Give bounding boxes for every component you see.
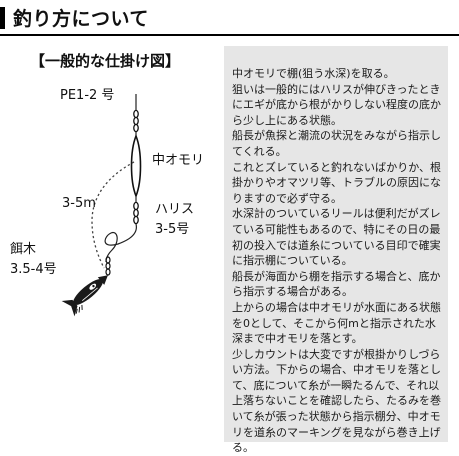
rig-diagram bbox=[61, 94, 142, 317]
instruction-paragraph: 船長が海面から棚を指示する場合と、底から指示する場合がある。 bbox=[232, 269, 441, 299]
leader-size-label: 3-5号 bbox=[155, 222, 190, 237]
instruction-paragraph: 狙いは一般的にはハリスが伸びきったときにエギが底から根がかりしない程度の底から少… bbox=[232, 82, 441, 127]
instruction-paragraph: 上からの場合は中オモリが水面にある状態を0として、そこから何mと指示された水深ま… bbox=[232, 300, 441, 346]
egi-lure bbox=[61, 275, 108, 317]
snap bbox=[105, 256, 111, 276]
egi-size-label: 3.5-4号 bbox=[10, 262, 57, 277]
line-spec-label: PE1-2 号 bbox=[60, 88, 115, 103]
instruction-paragraph: 水深計のついているリールは便利だがズレている可能性もあるので、特にその日の最初の… bbox=[232, 207, 441, 268]
title-marker bbox=[0, 7, 5, 29]
egi-label: 餌木 bbox=[10, 242, 37, 257]
title-divider bbox=[0, 34, 459, 36]
instruction-paragraph: 中オモリで棚(狙う水深)を取る。 bbox=[232, 67, 395, 80]
depth-label: 3-5m bbox=[62, 196, 96, 211]
upper-swivel bbox=[133, 109, 139, 133]
instruction-paragraph: 少しカウントは大変ですが根掛かりしづらい方法。下からの場合、中オモリを落として、… bbox=[232, 347, 441, 455]
sinker-label: 中オモリ bbox=[152, 153, 205, 168]
diagram-heading: 【一般的な仕掛け図】 bbox=[30, 52, 181, 70]
depth-indicator bbox=[91, 161, 135, 269]
leader-line bbox=[104, 223, 137, 263]
instruction-paragraph: 船長が魚探と潮流の状況をみながら指示してくれる。 bbox=[232, 129, 441, 158]
lower-swivel bbox=[133, 201, 139, 225]
leader-label: ハリス bbox=[155, 202, 195, 217]
rig-diagram-panel: 【一般的な仕掛け図】 bbox=[0, 36, 222, 450]
instruction-text: 中オモリで棚(狙う水深)を取る。 狙いは一般的にはハリスが伸びきったときにエギが… bbox=[232, 66, 446, 456]
instruction-paragraph: これとズレていると釣れないばかりか、根掛かりやオマツリ等、トラブルの原因になりま… bbox=[232, 160, 441, 205]
instruction-panel: 中オモリで棚(狙う水深)を取る。 狙いは一般的にはハリスが伸びきったときにエギが… bbox=[224, 46, 448, 454]
page-title: 釣り方について bbox=[13, 8, 149, 30]
sinker-shape bbox=[130, 133, 142, 199]
title-bar: 釣り方について bbox=[0, 0, 459, 36]
